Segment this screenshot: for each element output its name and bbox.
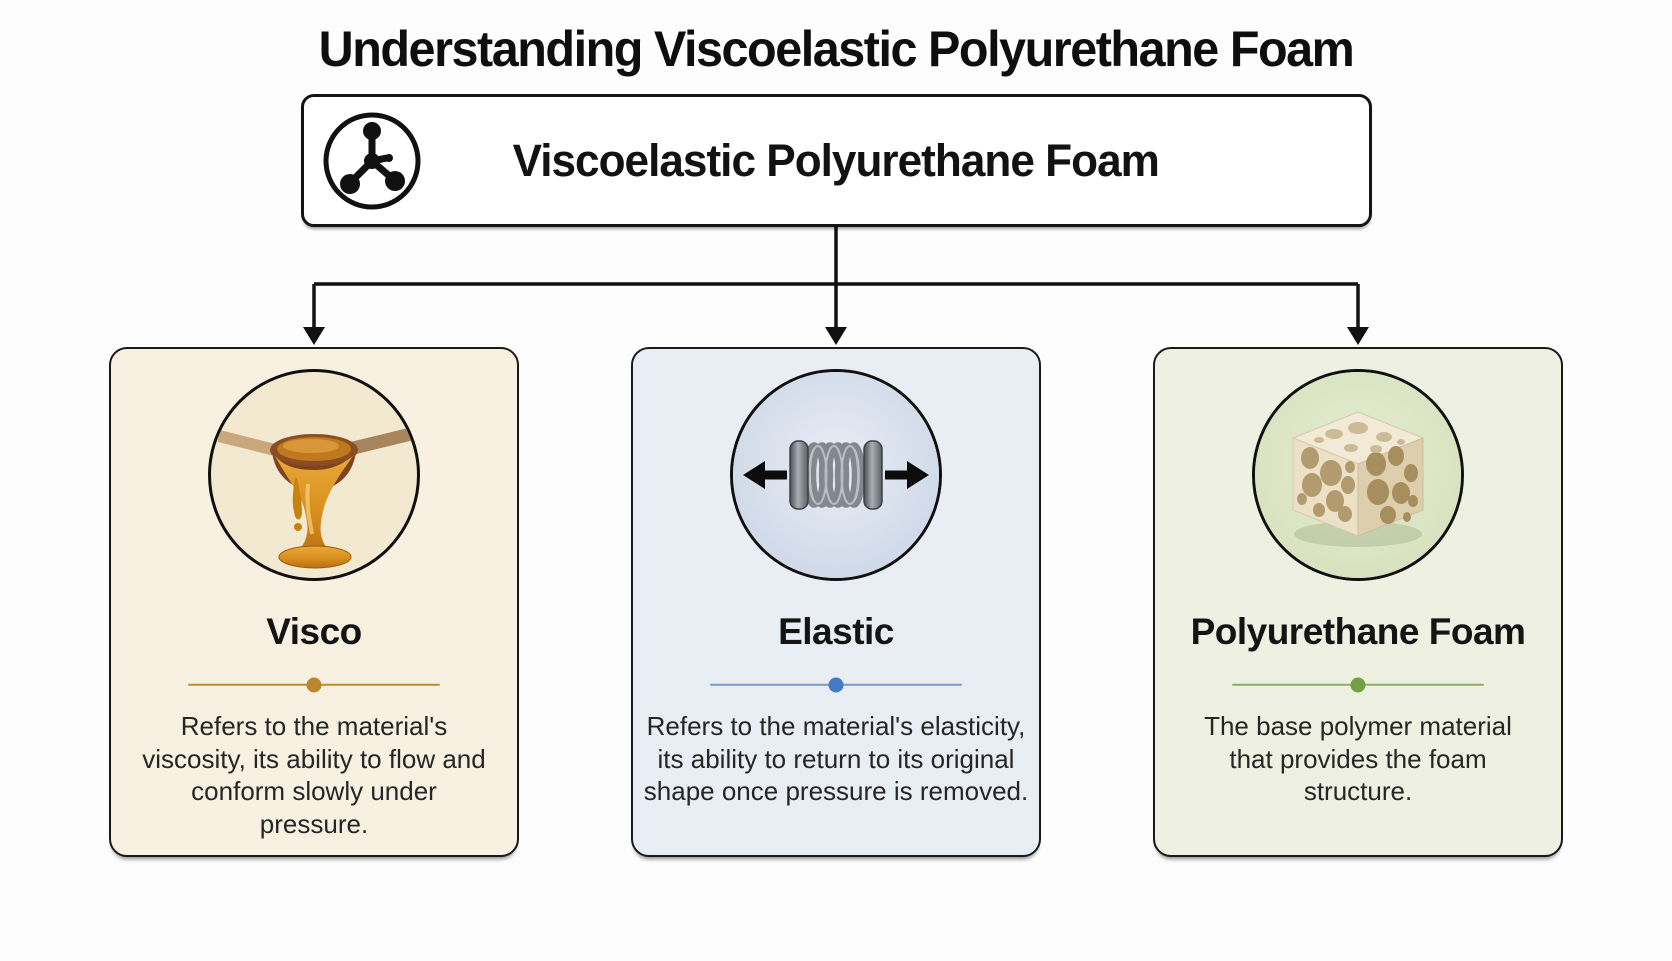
card-description-visco: Refers to the material's viscosity, its … (142, 711, 486, 839)
root-concept-label: Viscoelastic Polyurethane Foam (512, 134, 1160, 186)
connector-lines (303, 227, 1369, 345)
divider-dot (828, 677, 844, 692)
card-description-elastic: Refers to the material's elasticity, its… (643, 711, 1029, 806)
divider-visco (188, 677, 440, 692)
card-visco: Visco Refers to the material's viscosity… (109, 347, 519, 857)
foam-cube-icon (1252, 369, 1464, 581)
card-title-polyurethane-foam: Polyurethane Foam (1190, 611, 1526, 652)
viscous-liquid-ladle-icon (208, 369, 420, 581)
stretched-spring-icon (730, 369, 942, 581)
cards-row: Visco Refers to the material's viscosity… (109, 347, 1563, 857)
card-description-polyurethane-foam: The base polymer material that provides … (1204, 711, 1512, 806)
root-concept-box: Viscoelastic Polyurethane Foam (300, 94, 1372, 227)
card-title-elastic: Elastic (778, 611, 894, 652)
card-elastic: Elastic Refers to the material's elastic… (631, 347, 1041, 857)
page-title: Understanding Viscoelastic Polyurethane … (318, 21, 1355, 77)
molecule-icon (320, 109, 424, 213)
card-title-visco: Visco (266, 611, 362, 652)
root-box-row: Viscoelastic Polyurethane Foam (0, 94, 1672, 227)
card-polyurethane-foam: Polyurethane Foam The base polymer mater… (1153, 347, 1563, 857)
divider-polyurethane-foam (1232, 677, 1484, 692)
divider-elastic (710, 677, 962, 692)
divider-dot (1350, 677, 1366, 692)
divider-dot (306, 677, 322, 692)
